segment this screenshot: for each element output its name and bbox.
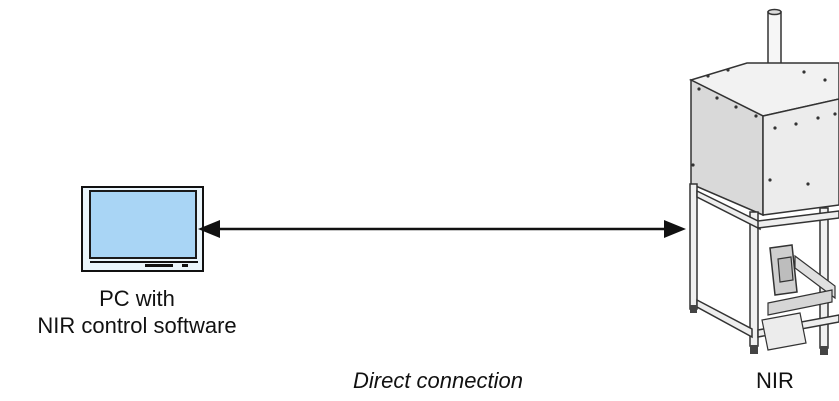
- pc-label-line2: NIR control software: [37, 313, 237, 338]
- monitor-icon: [81, 186, 204, 272]
- connection-label: Direct connection: [353, 368, 523, 393]
- direct-connection-arrow: [198, 220, 686, 238]
- nir-instrument-icon: [688, 8, 839, 355]
- pc-label: PC with NIR control software: [0, 285, 274, 339]
- pc-label-line1: PC with: [99, 286, 175, 311]
- nir-label: NIR: [756, 368, 794, 393]
